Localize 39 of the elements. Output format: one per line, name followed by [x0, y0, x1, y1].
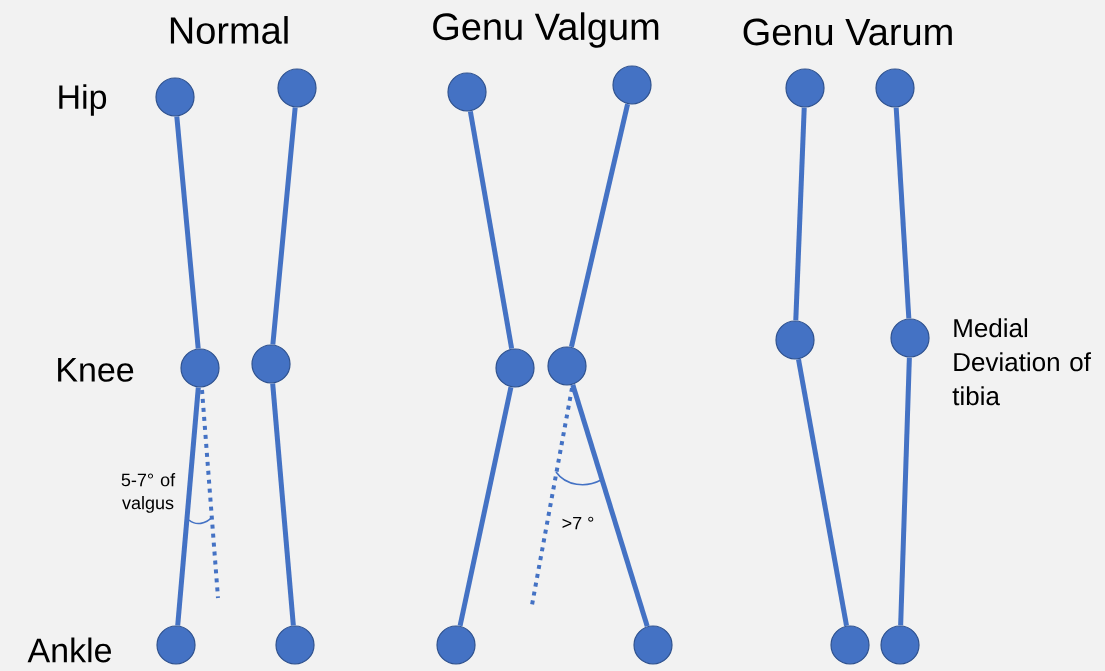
- leg-line: [175, 387, 201, 626]
- leg-line: [270, 107, 298, 345]
- joint-circle: [890, 318, 930, 358]
- angle-label: >7 °: [562, 516, 594, 530]
- joint-circle: [612, 65, 652, 105]
- row-label: Knee: [58, 358, 134, 382]
- joint-circle: [880, 625, 920, 665]
- leg-line: [174, 116, 201, 349]
- joint-circle: [785, 68, 825, 108]
- joint-circle: [436, 625, 476, 665]
- leg-line: [570, 384, 650, 627]
- leg-line: [270, 383, 296, 626]
- leg-line: [893, 107, 912, 319]
- joint-circle: [875, 68, 915, 108]
- joint-circle: [275, 625, 315, 665]
- joint-circle: [495, 348, 535, 388]
- leg-line: [898, 357, 912, 626]
- leg-line: [467, 110, 515, 350]
- row-label: Hip: [59, 84, 107, 116]
- leg-line: [793, 107, 807, 321]
- leg-line: [457, 386, 514, 627]
- joint-circle: [775, 320, 815, 360]
- joint-circle: [156, 625, 196, 665]
- joint-circle: [830, 625, 870, 665]
- joint-circle: [180, 348, 220, 388]
- joint-circle: [547, 346, 587, 386]
- annotation: Medial Deviation of tibia: [952, 318, 1091, 406]
- angle-label: 5-7° of valgus: [121, 473, 176, 513]
- joint-circle: [251, 344, 291, 384]
- joint-circle: [277, 68, 317, 108]
- row-label: Ankle: [27, 637, 111, 663]
- leg-line: [796, 358, 849, 627]
- joint-circle: [447, 72, 487, 112]
- column-heading: Genu Varum: [743, 18, 952, 46]
- joint-circle: [155, 77, 195, 117]
- column-heading: Genu Valgum: [433, 12, 659, 48]
- column-heading: Normal: [170, 16, 288, 44]
- joint-circle: [633, 625, 673, 665]
- leg-line: [569, 103, 631, 348]
